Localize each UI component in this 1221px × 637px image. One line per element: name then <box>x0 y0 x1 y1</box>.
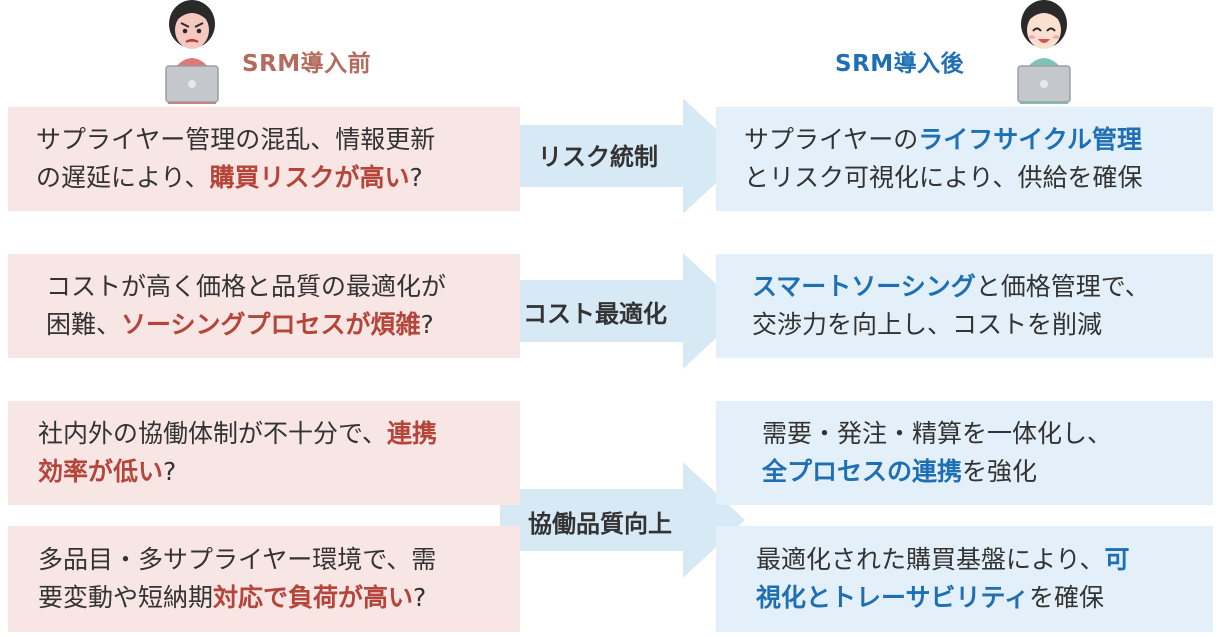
after-box-collab: 需要・発注・精算を一体化し、 全プロセスの連携を強化 <box>716 401 1213 505</box>
arrow-label-collab: 協働品質向上 <box>528 510 672 538</box>
before-box-cost-line1: コストが高く価格と品質の最適化が <box>46 272 447 301</box>
before-box-risk: サプライヤー管理の混乱、情報更新 の遅延により、購買リスクが高い? <box>8 107 520 211</box>
before-box-collab: 社内外の協働体制が不十分で、連携 効率が低い? <box>8 401 520 505</box>
before-box-risk-line2: の遅延により、購買リスクが高い? <box>36 163 423 192</box>
arrow-risk <box>500 98 745 214</box>
after-box-collab-line2: 全プロセスの連携を強化 <box>762 457 1038 486</box>
before-box-load: 多品目・多サプライヤー環境で、需 要変動や短納期対応で負荷が高い? <box>8 526 520 632</box>
smiling-woman-laptop-icon <box>1017 0 1071 104</box>
after-box-risk-line1: サプライヤーのライフサイクル管理 <box>744 125 1143 154</box>
arrow-label-cost: コスト最適化 <box>523 300 667 328</box>
before-box-collab-line1: 社内外の協働体制が不十分で、連携 <box>38 419 438 448</box>
before-box-cost: コストが高く価格と品質の最適化が 困難、ソーシングプロセスが煩雑? <box>8 254 520 358</box>
before-box-load-line1: 多品目・多サプライヤー環境で、需 <box>38 545 437 574</box>
arrow-label-risk: リスク統制 <box>538 143 658 171</box>
worried-woman-laptop-icon <box>165 0 219 104</box>
before-box-load-line2: 要変動や短納期対応で負荷が高い? <box>38 583 427 612</box>
after-box-cost-line2: 交渉力を向上し、コストを削減 <box>752 310 1103 339</box>
arrow-cost <box>500 253 745 369</box>
after-box-collab-line1: 需要・発注・精算を一体化し、 <box>762 419 1113 448</box>
after-title: SRM導入後 <box>835 51 965 77</box>
after-box-cost: スマートソーシングと価格管理で、 交渉力を向上し、コストを削減 <box>716 254 1213 358</box>
after-box-visibility-line1: 最適化された購買基盤により、可 <box>756 545 1130 574</box>
before-box-risk-line1: サプライヤー管理の混乱、情報更新 <box>36 125 436 154</box>
after-box-visibility: 最適化された購買基盤により、可 視化とトレーサビリティを確保 <box>716 526 1213 632</box>
after-box-risk: サプライヤーのライフサイクル管理 とリスク可視化により、供給を確保 <box>716 107 1213 211</box>
before-box-cost-line2: 困難、ソーシングプロセスが煩雑? <box>46 310 434 339</box>
after-box-risk-line2: とリスク可視化により、供給を確保 <box>744 163 1143 192</box>
arrow-collab <box>500 462 745 578</box>
before-title: SRM導入前 <box>242 51 372 77</box>
after-box-visibility-line2: 視化とトレーサビリティを確保 <box>756 583 1105 612</box>
after-box-cost-line1: スマートソーシングと価格管理で、 <box>752 272 1150 301</box>
before-box-collab-line2: 効率が低い? <box>38 457 177 486</box>
